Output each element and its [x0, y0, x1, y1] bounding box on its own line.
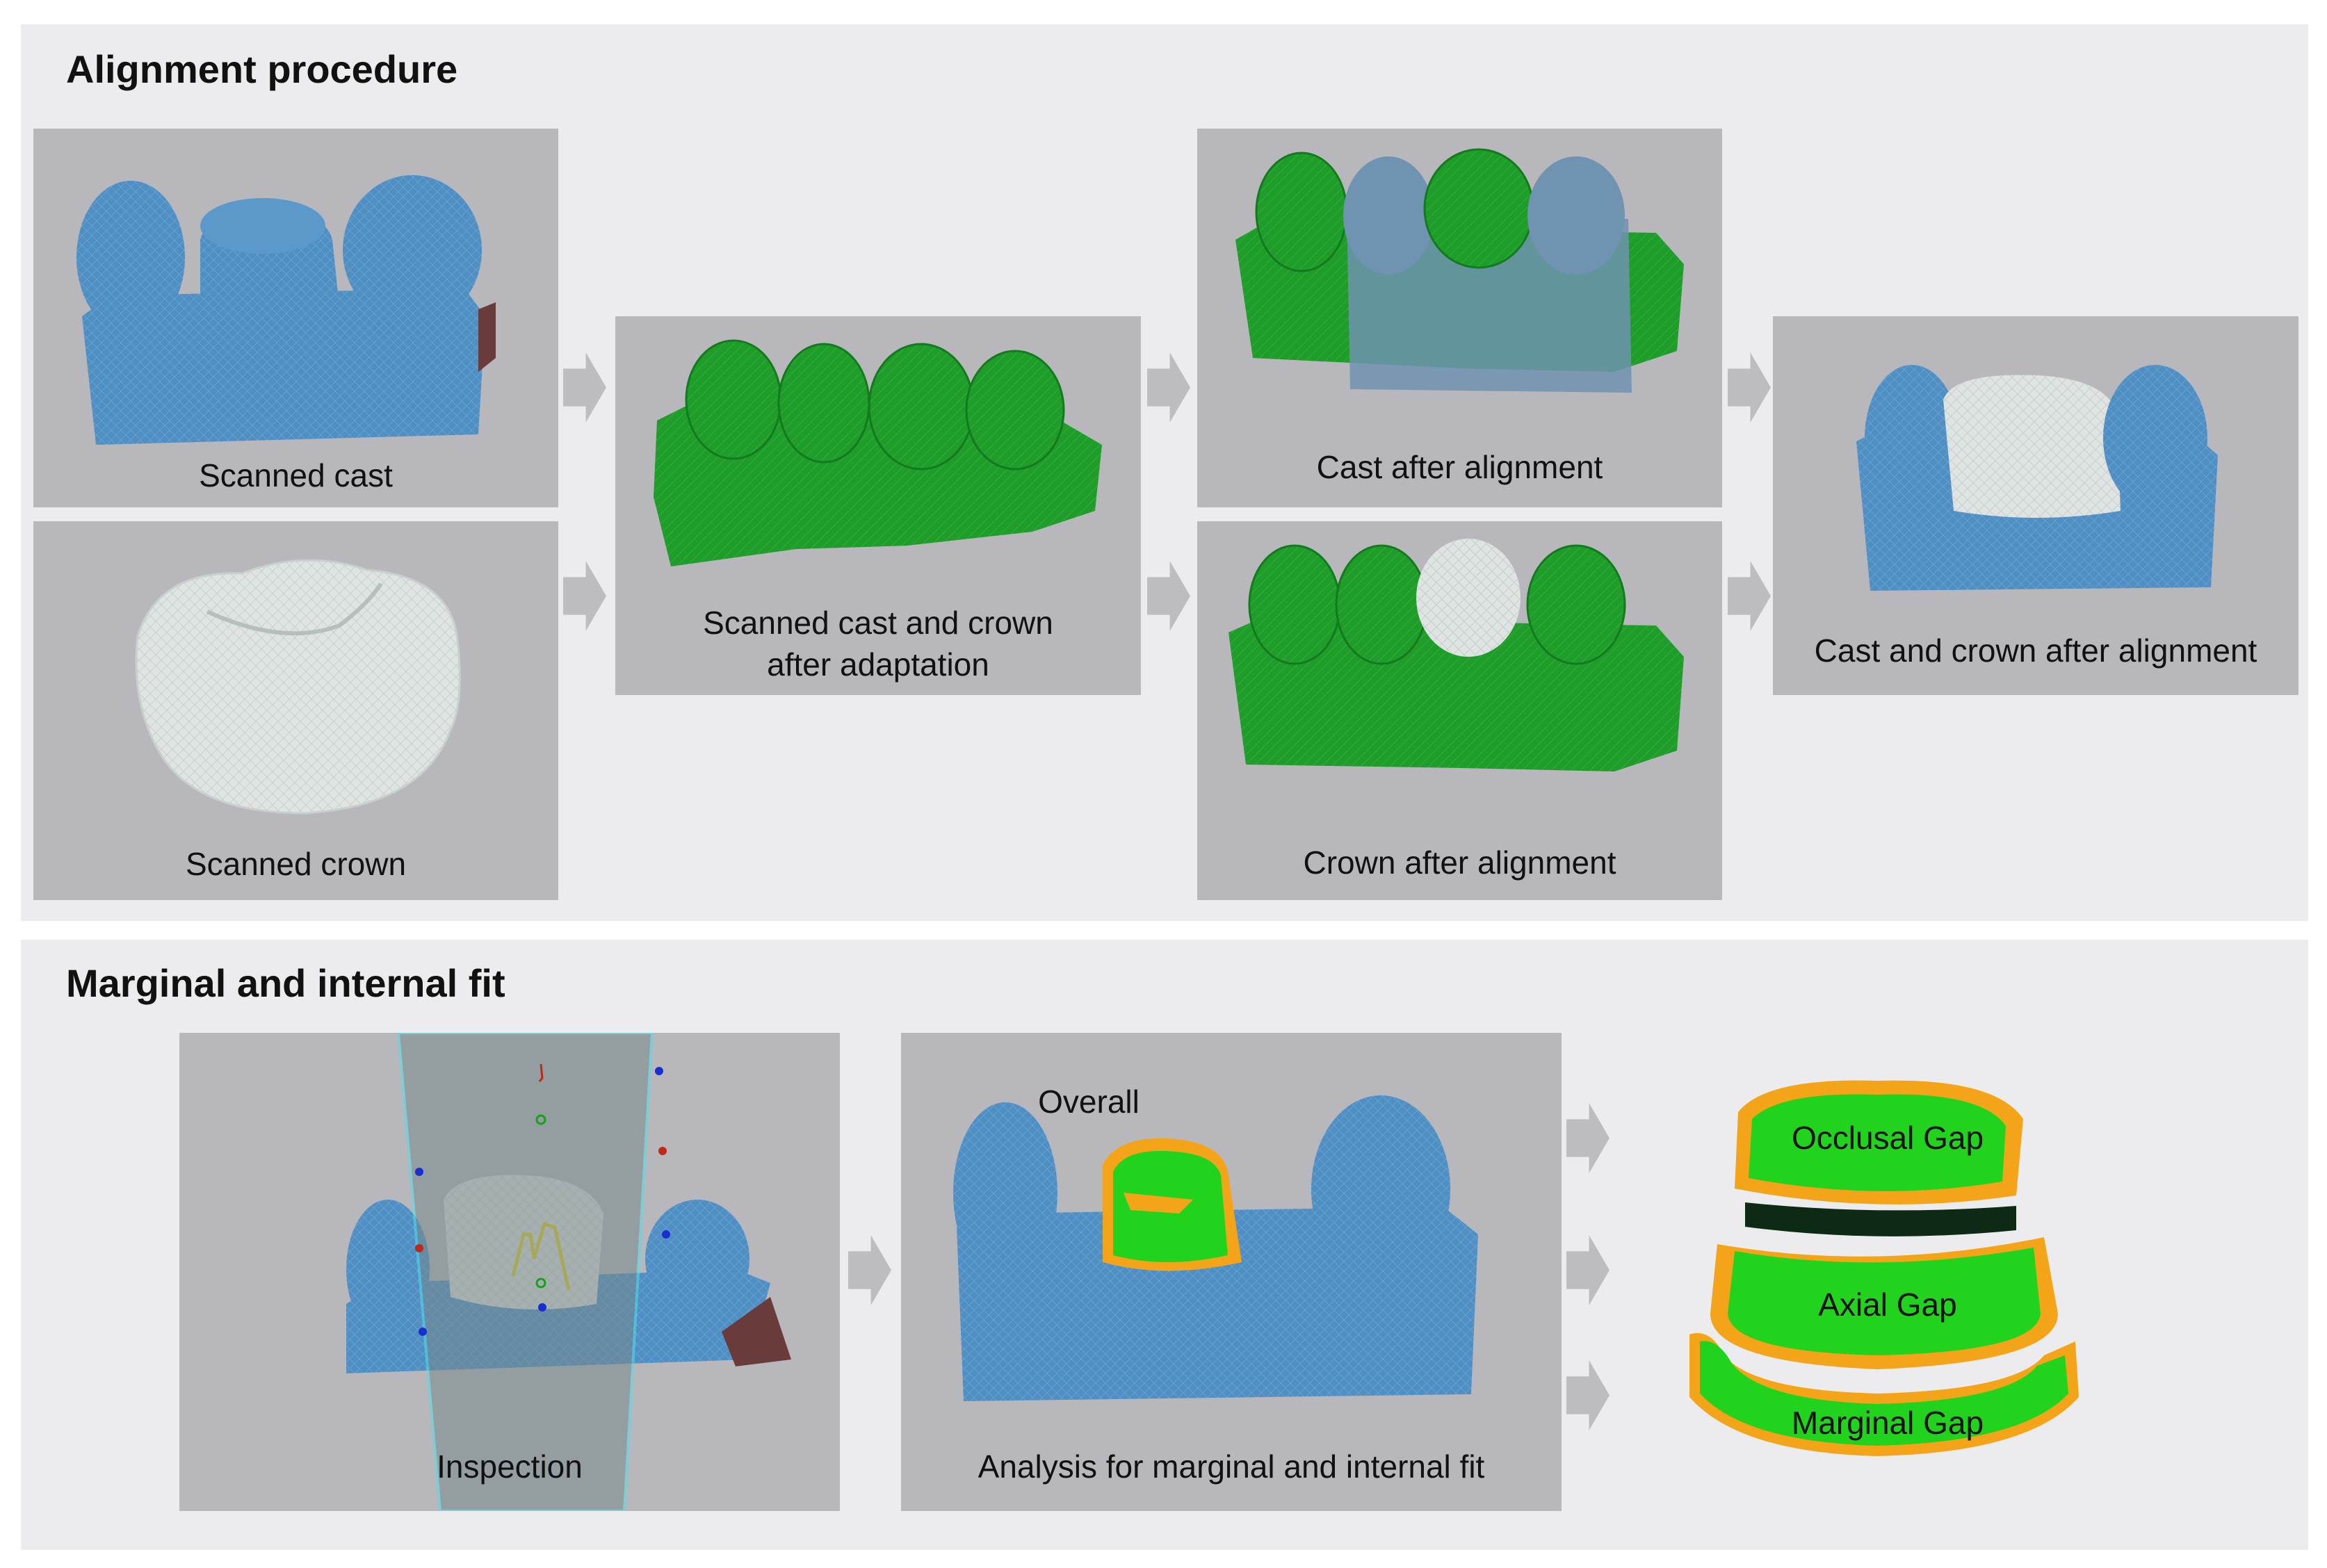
cast-aligned-model [1235, 148, 1684, 393]
panel-scanned-crown: Scanned crown [33, 521, 558, 900]
arrow-right-icon [563, 348, 606, 427]
arrow-right-icon [1728, 556, 1771, 636]
arrow-right-icon [1147, 556, 1190, 636]
caption-inspection: Inspection [437, 1448, 583, 1485]
caption-adaptation-line2: after adaptation [767, 646, 989, 683]
label-axial-gap: Axial Gap [1818, 1287, 1957, 1323]
arrow-right-icon [1147, 348, 1190, 427]
arrow-right-icon [563, 556, 606, 636]
panel-scanned-cast: Scanned cast [33, 129, 558, 507]
label-marginal-gap: Marginal Gap [1791, 1405, 1984, 1441]
arrow-right-icon [1566, 1230, 1610, 1310]
caption-adaptation-line1: Scanned cast and crown [703, 605, 1053, 641]
panel-inspection: Inspection [179, 1033, 840, 1511]
arrow-right-icon [1566, 1355, 1610, 1435]
caption-analysis: Analysis for marginal and internal fit [978, 1448, 1485, 1485]
arrow-right-icon [848, 1230, 891, 1310]
gap-exploded-model [1689, 1080, 2079, 1456]
caption-overall: Overall [1038, 1084, 1140, 1120]
analysis-model [953, 1095, 1478, 1401]
caption-scanned-cast: Scanned cast [199, 457, 393, 493]
panel-cast-crown-after-alignment: Cast and crown after alignment [1773, 316, 2298, 695]
section-title-fit: Marginal and internal fit [66, 961, 505, 1005]
caption-crown-after-alignment: Crown after alignment [1303, 844, 1616, 881]
label-occlusal-gap: Occlusal Gap [1791, 1120, 1984, 1156]
arrow-right-icon [1728, 348, 1771, 427]
section-title-alignment: Alignment procedure [66, 47, 458, 91]
scanned-cast-model [76, 175, 496, 445]
panel-adaptation: Scanned cast and crown after adaptation [615, 316, 1141, 695]
scanned-crown-model [135, 559, 461, 815]
caption-cast-after-alignment: Cast after alignment [1316, 449, 1603, 485]
panel-cast-after-alignment: Cast after alignment [1197, 129, 1722, 507]
caption-cast-crown-after-alignment: Cast and crown after alignment [1814, 632, 2257, 669]
panel-crown-after-alignment: Crown after alignment [1197, 521, 1722, 900]
caption-scanned-crown: Scanned crown [185, 846, 407, 882]
crown-aligned-model [1229, 539, 1684, 771]
panel-analysis: Overall Analysis for marginal and intern… [901, 1033, 1562, 1511]
arrow-right-icon [1566, 1098, 1610, 1178]
inspection-model [346, 1033, 791, 1511]
final-aligned-model [1856, 365, 2218, 591]
adapted-model [654, 339, 1102, 566]
